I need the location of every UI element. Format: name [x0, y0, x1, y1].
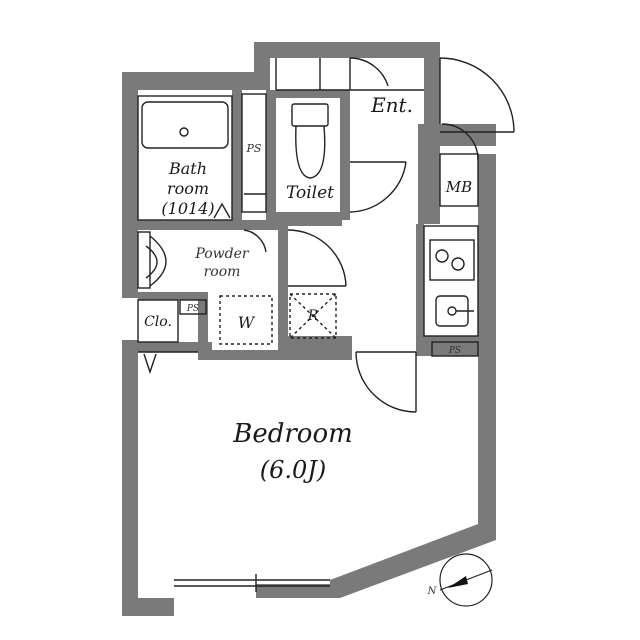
bath-label-3: (1014)	[161, 199, 214, 218]
bedroom-label: Bedroom	[232, 419, 353, 449]
powder-label-2: room	[204, 264, 241, 280]
compass-north-label: N	[427, 586, 438, 597]
bath-label-1: Bath	[168, 159, 207, 178]
meter-box-label: MB	[445, 178, 472, 196]
closet-label: Clo.	[144, 314, 172, 330]
ps-label-closet: PS	[186, 304, 199, 314]
entrance-label: Ent.	[370, 93, 413, 117]
linework	[137, 57, 515, 592]
fridge-label: R	[307, 308, 319, 324]
bath-label-2: room	[167, 179, 209, 198]
walls	[122, 42, 496, 616]
bedroom-size: (6.0J)	[260, 456, 327, 484]
compass-ring	[439, 553, 493, 607]
compass-needle-icon	[448, 576, 468, 588]
ps-label-bath: PS	[246, 142, 262, 155]
room-labels: Bath room (1014) PS Toilet Ent. MB Powde…	[144, 93, 472, 484]
washer-label: W	[238, 313, 256, 332]
toilet-label: Toilet	[286, 183, 334, 203]
ps-label-kitchen: PS	[448, 346, 461, 356]
powder-label-1: Powder	[194, 246, 250, 262]
compass: N	[427, 553, 493, 607]
